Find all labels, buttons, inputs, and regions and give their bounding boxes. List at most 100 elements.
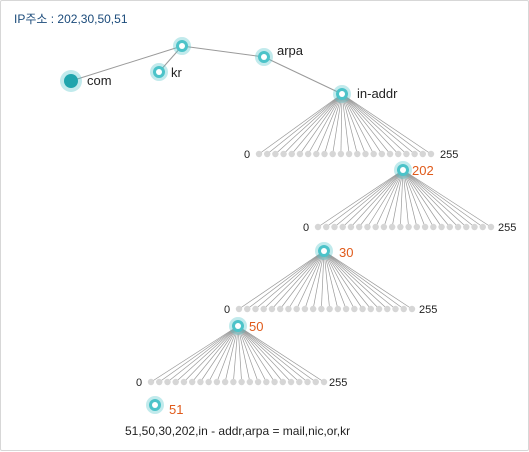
level2-leaf-dot — [314, 223, 322, 231]
level2-edge — [402, 169, 442, 228]
level1-edge — [341, 93, 383, 155]
level4-edge — [237, 325, 267, 383]
level2-selected-label: 30 — [339, 245, 353, 260]
level3-leaf-dot — [260, 305, 267, 313]
level3-edge — [323, 250, 347, 310]
level4-leaf-dot — [221, 378, 229, 386]
level3-edge — [312, 250, 325, 310]
level2-edge — [402, 169, 426, 228]
com-node — [60, 70, 82, 92]
level4-leaf-dot — [246, 378, 254, 386]
level4-min-label: 0 — [136, 377, 142, 389]
level1-leaf-dot — [337, 150, 345, 158]
level2-edge — [383, 169, 404, 228]
level3-leaf-dot — [400, 305, 407, 313]
level2-edge — [402, 169, 451, 228]
level2-leaf-dot — [372, 223, 379, 231]
level4-edge — [237, 325, 275, 383]
level4-edge — [237, 325, 300, 383]
level2-edge — [342, 169, 404, 228]
level3-leaf-dot — [408, 305, 416, 313]
level3-selected-label: 50 — [249, 319, 263, 334]
level4-leaf-dot — [238, 378, 245, 386]
level3-edge — [323, 250, 372, 310]
reverse-lookup-result: 51,50,30,202,in - addr,arpa = mail,nic,o… — [125, 424, 351, 438]
level4-edge — [237, 325, 316, 383]
level2-max-label: 255 — [498, 222, 516, 234]
level4-leaf-dot — [197, 378, 204, 386]
level4-leaf-dot — [230, 378, 237, 386]
level1-leaf-dot — [378, 150, 386, 158]
level4-leaf-dot — [279, 378, 287, 386]
level2-leaf-dot — [430, 223, 437, 231]
level1-leaf-dot — [395, 150, 402, 158]
level2-edge — [400, 169, 404, 228]
level1-edge — [341, 93, 399, 155]
level3-edge — [288, 250, 325, 310]
level3-edge — [255, 250, 325, 310]
level1-leaf-dot — [362, 150, 369, 158]
level2-leaf-dot — [388, 223, 396, 231]
level1-edge — [341, 93, 424, 155]
node-202 — [394, 161, 412, 179]
level1-edge — [258, 93, 343, 155]
level2-edge — [402, 169, 459, 228]
level1-edge — [341, 93, 407, 155]
level1-leaf-dot — [321, 150, 328, 158]
level4-leaf-dot — [164, 378, 171, 386]
level3-leaf-dot — [384, 305, 391, 313]
level2-edge — [317, 169, 404, 228]
level2-edge — [402, 169, 467, 228]
level3-edge — [323, 250, 388, 310]
level3-leaf-dot — [309, 305, 317, 313]
level3-edge — [323, 250, 363, 310]
level1-edge — [299, 93, 343, 155]
level4-edge — [208, 325, 239, 383]
level1-leaf-dot — [313, 150, 320, 158]
level1-leaf-dot — [280, 150, 287, 158]
level1-leaf-dot — [296, 150, 304, 158]
level4-leaf-dot — [296, 378, 303, 386]
level4-leaf-dot — [254, 378, 262, 386]
in-addr-node — [333, 85, 351, 103]
level2-leaf-dot — [355, 223, 363, 231]
node-30 — [315, 242, 333, 260]
level3-leaf-dot — [244, 305, 251, 313]
level1-leaf-dot — [304, 150, 312, 158]
level2-edge — [334, 169, 404, 228]
level4-leaf-dot — [188, 378, 196, 386]
level3-leaf-dot — [334, 305, 342, 313]
level4-edge — [175, 325, 239, 383]
level1-min-label: 0 — [244, 149, 250, 161]
level3-edge — [238, 250, 325, 310]
level1-leaf-dot — [427, 150, 435, 158]
level2-leaf-dot — [323, 223, 330, 231]
level1-edge — [266, 93, 343, 155]
level1-leaf-dot — [288, 150, 295, 158]
level4-edge — [183, 325, 239, 383]
level1-edge — [341, 93, 366, 155]
level4-edge — [216, 325, 239, 383]
level2-leaf-dot — [413, 223, 421, 231]
level3-min-label: 0 — [224, 304, 230, 316]
level2-leaf-dot — [397, 223, 404, 231]
level2-edge — [402, 169, 483, 228]
level1-edge — [291, 93, 343, 155]
level4-leaf-dot — [304, 378, 311, 386]
level1-edge — [341, 93, 374, 155]
level2-leaf-dot — [364, 223, 371, 231]
level2-leaf-dot — [380, 223, 388, 231]
root-node — [173, 37, 191, 55]
level1-leaf-dot — [263, 150, 271, 158]
level4-leaf-dot — [263, 378, 270, 386]
level2-leaf-dot — [471, 223, 478, 231]
level1-edge — [324, 93, 343, 155]
level3-edge — [279, 250, 325, 310]
level2-edge — [402, 169, 434, 228]
level3-edge — [321, 250, 325, 310]
level3-leaf-dot — [252, 305, 259, 313]
edge-root-com — [70, 45, 183, 82]
level1-edge — [341, 93, 350, 155]
level3-leaf-dot — [351, 305, 358, 313]
